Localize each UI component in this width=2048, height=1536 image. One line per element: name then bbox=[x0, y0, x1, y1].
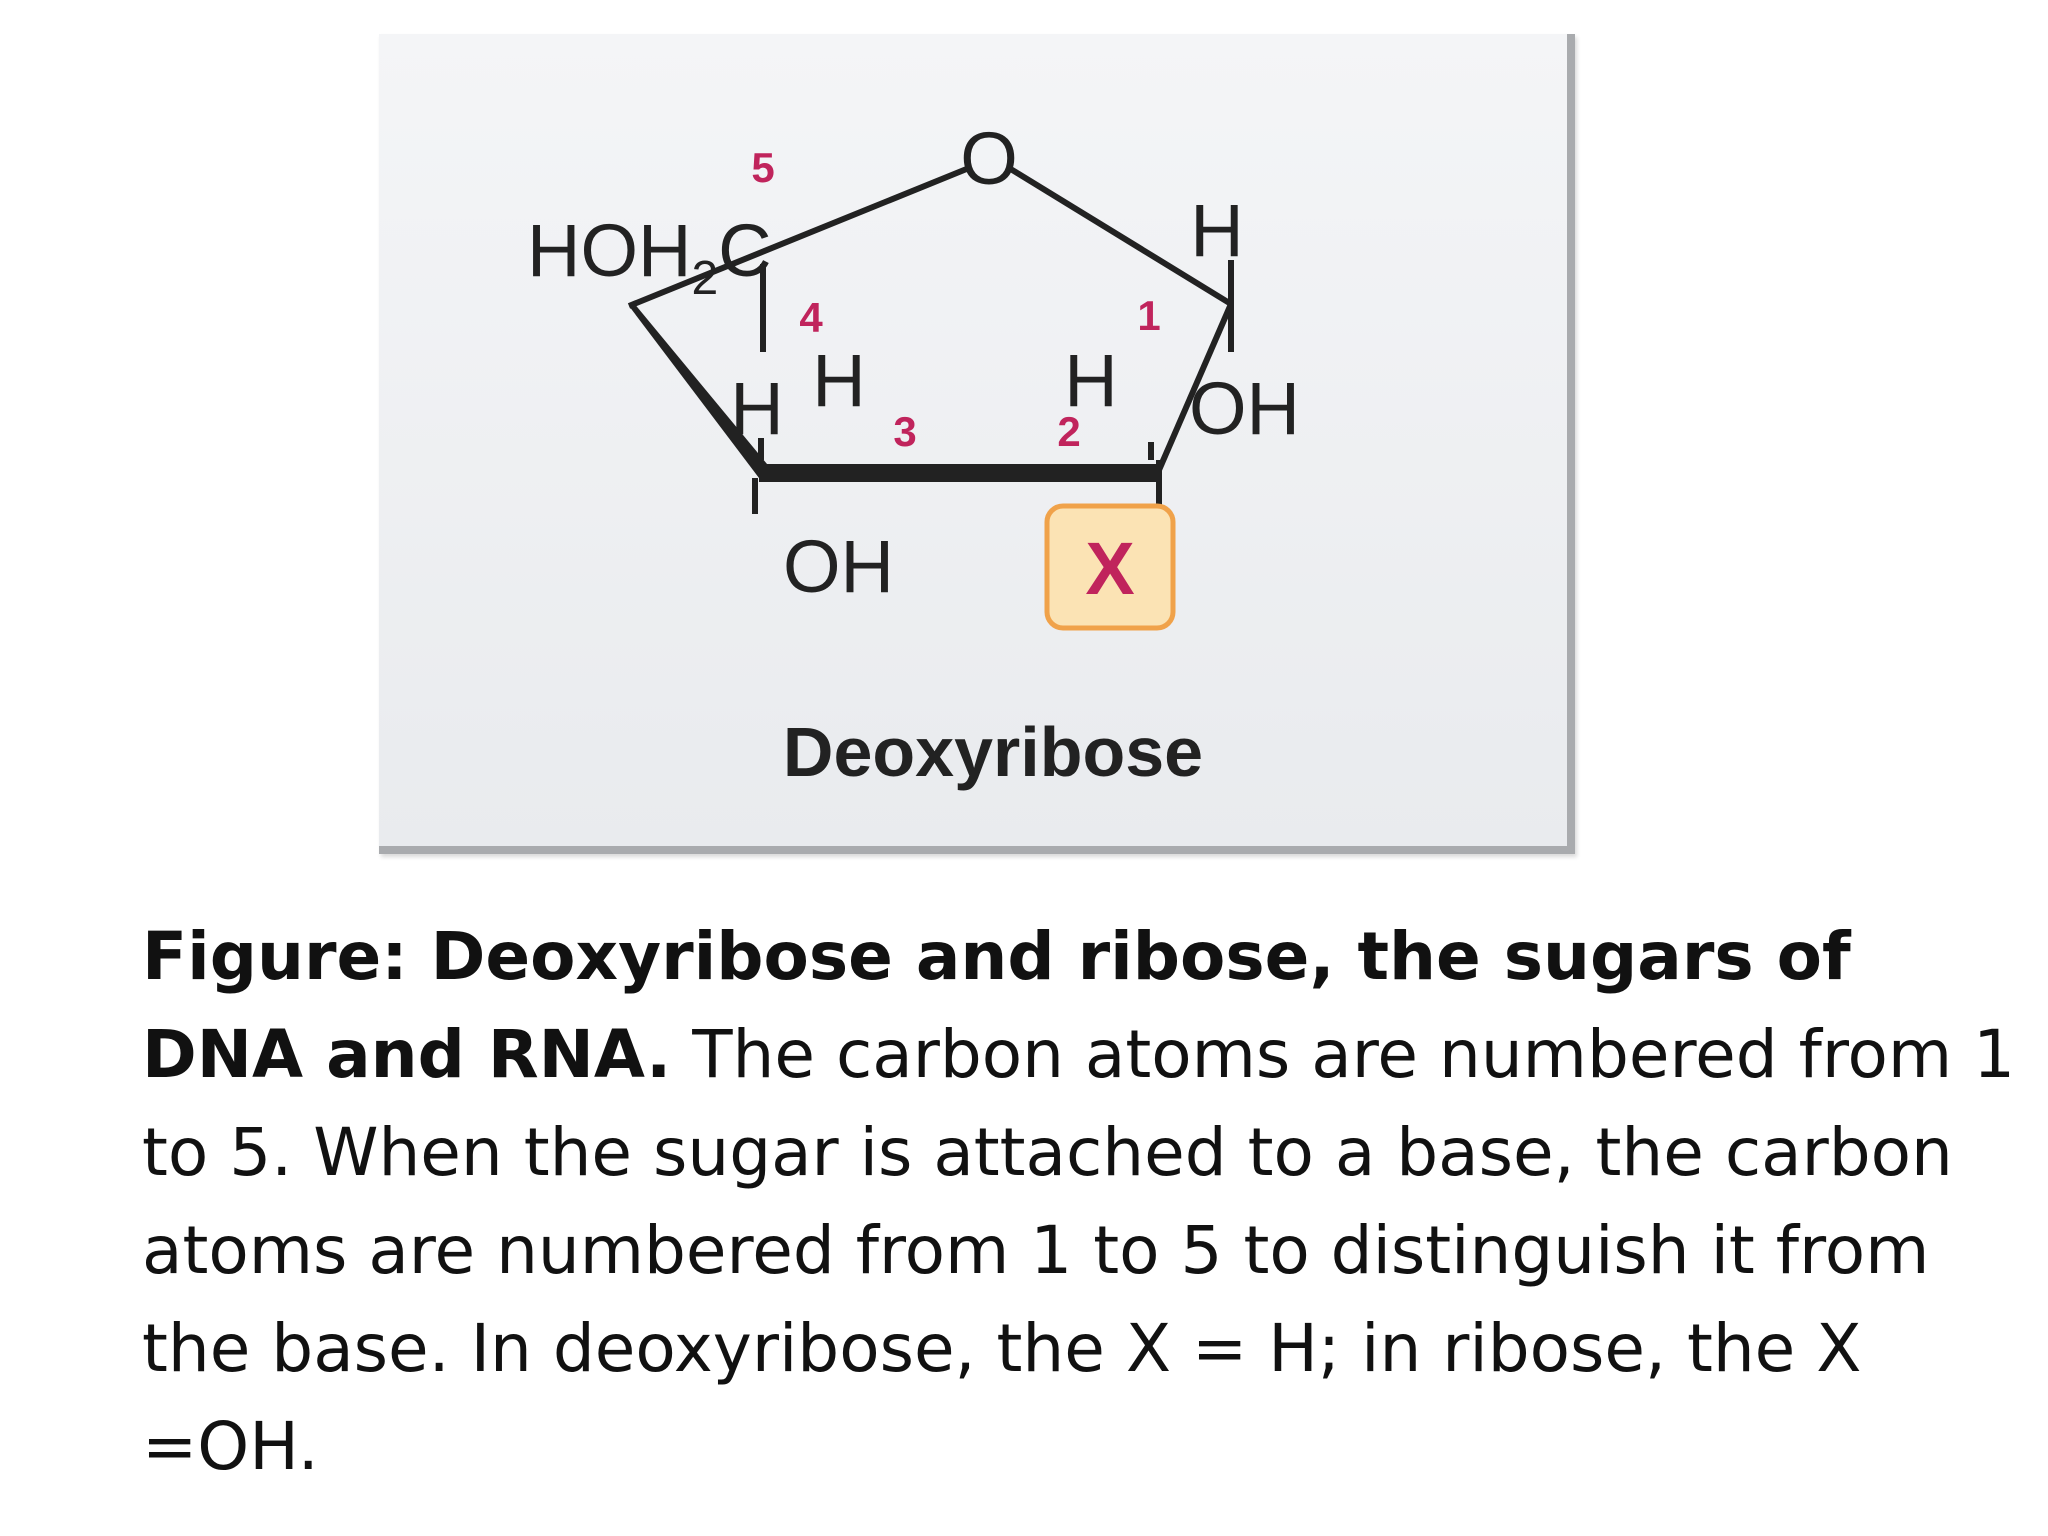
bond-c3-c2 bbox=[759, 464, 1159, 482]
c3-oh-label: OH bbox=[783, 525, 894, 608]
c3-h-label: H bbox=[812, 339, 865, 422]
c4-h-label: H bbox=[730, 367, 783, 450]
c1-top-h-label: H bbox=[1190, 189, 1243, 272]
sugar-name-label: Deoxyribose bbox=[783, 713, 1203, 791]
caption-title: Figure: Deoxyribose and ribose, the suga… bbox=[142, 918, 1851, 1093]
carbon-number-5: 5 bbox=[751, 144, 774, 191]
caption-body: The carbon atoms are numbered from 1 to … bbox=[142, 1016, 2016, 1485]
carbon-number-2: 2 bbox=[1057, 408, 1080, 455]
x-substituent-label: X bbox=[1085, 527, 1134, 610]
carbon-number-1: 1 bbox=[1137, 292, 1160, 339]
carbon-number-4: 4 bbox=[799, 294, 823, 341]
bond-c1-c2 bbox=[1156, 302, 1234, 472]
x-highlight-box bbox=[1044, 503, 1176, 631]
bond-o-c1 bbox=[1007, 165, 1233, 307]
c1-oh-label: OH bbox=[1189, 367, 1300, 450]
carbon-number-3: 3 bbox=[893, 408, 916, 455]
diagram-panel: O HOH2C H OH H H OH H X 1 2 3 4 5 Deoxyr… bbox=[379, 34, 1575, 854]
c2-h-label: H bbox=[1064, 339, 1117, 422]
deoxyribose-structure: O HOH2C H OH H H OH H X 1 2 3 4 5 Deoxyr… bbox=[527, 117, 1300, 791]
ring-oxygen-label: O bbox=[960, 117, 1018, 200]
bond-c4-c3 bbox=[629, 302, 767, 478]
bond-c4-o bbox=[627, 165, 971, 309]
c5-group-label: HOH2C bbox=[527, 209, 772, 305]
figure-caption: Figure: Deoxyribose and ribose, the suga… bbox=[142, 908, 2022, 1496]
